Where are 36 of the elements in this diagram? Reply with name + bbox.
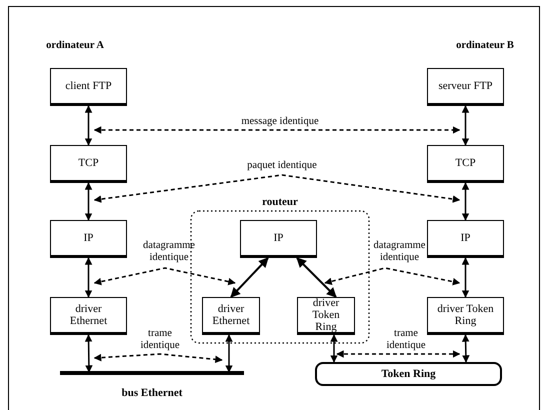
- arrow: [296, 257, 337, 298]
- dashed-arrow: [94, 267, 236, 286]
- layer-box: IP: [240, 220, 317, 258]
- layer-box: client FTP: [50, 68, 127, 106]
- edge-label: datagramme identique: [372, 240, 427, 264]
- arrow: [84, 334, 93, 373]
- arrow: [462, 334, 470, 363]
- column-heading: ordinateur B: [455, 40, 515, 52]
- column-heading: ordinateur A: [45, 40, 105, 52]
- layer-box: driver Ethernet: [50, 297, 127, 335]
- layer-box: IP: [427, 220, 504, 258]
- layer-box: driver Token Ring: [427, 297, 504, 335]
- layer-box: TCP: [50, 145, 127, 183]
- arrow: [84, 105, 92, 146]
- dashed-arrow: [94, 353, 223, 364]
- arrow: [230, 257, 269, 298]
- dashed-arrow: [324, 267, 460, 286]
- arrow: [330, 334, 338, 363]
- group-title: routeur: [262, 196, 298, 208]
- arrow: [462, 182, 470, 221]
- arrow: [84, 182, 92, 221]
- bus-line: bus Ethernet: [60, 371, 244, 399]
- ring-network: Token Ring: [315, 362, 502, 386]
- dashed-arrow: [94, 126, 460, 134]
- layer-box: TCP: [427, 145, 504, 183]
- arrow: [462, 105, 470, 146]
- arrow: [84, 257, 92, 298]
- layer-box: IP: [50, 220, 127, 258]
- layer-box: driver Ethernet: [202, 297, 260, 335]
- arrow: [225, 334, 233, 373]
- arrow: [462, 257, 470, 298]
- layer-box: driver Token Ring: [297, 297, 355, 335]
- layer-box: serveur FTP: [427, 68, 504, 106]
- edge-label: datagramme identique: [140, 240, 198, 264]
- dashed-arrow: [336, 350, 460, 358]
- dashed-arrow: [94, 174, 460, 203]
